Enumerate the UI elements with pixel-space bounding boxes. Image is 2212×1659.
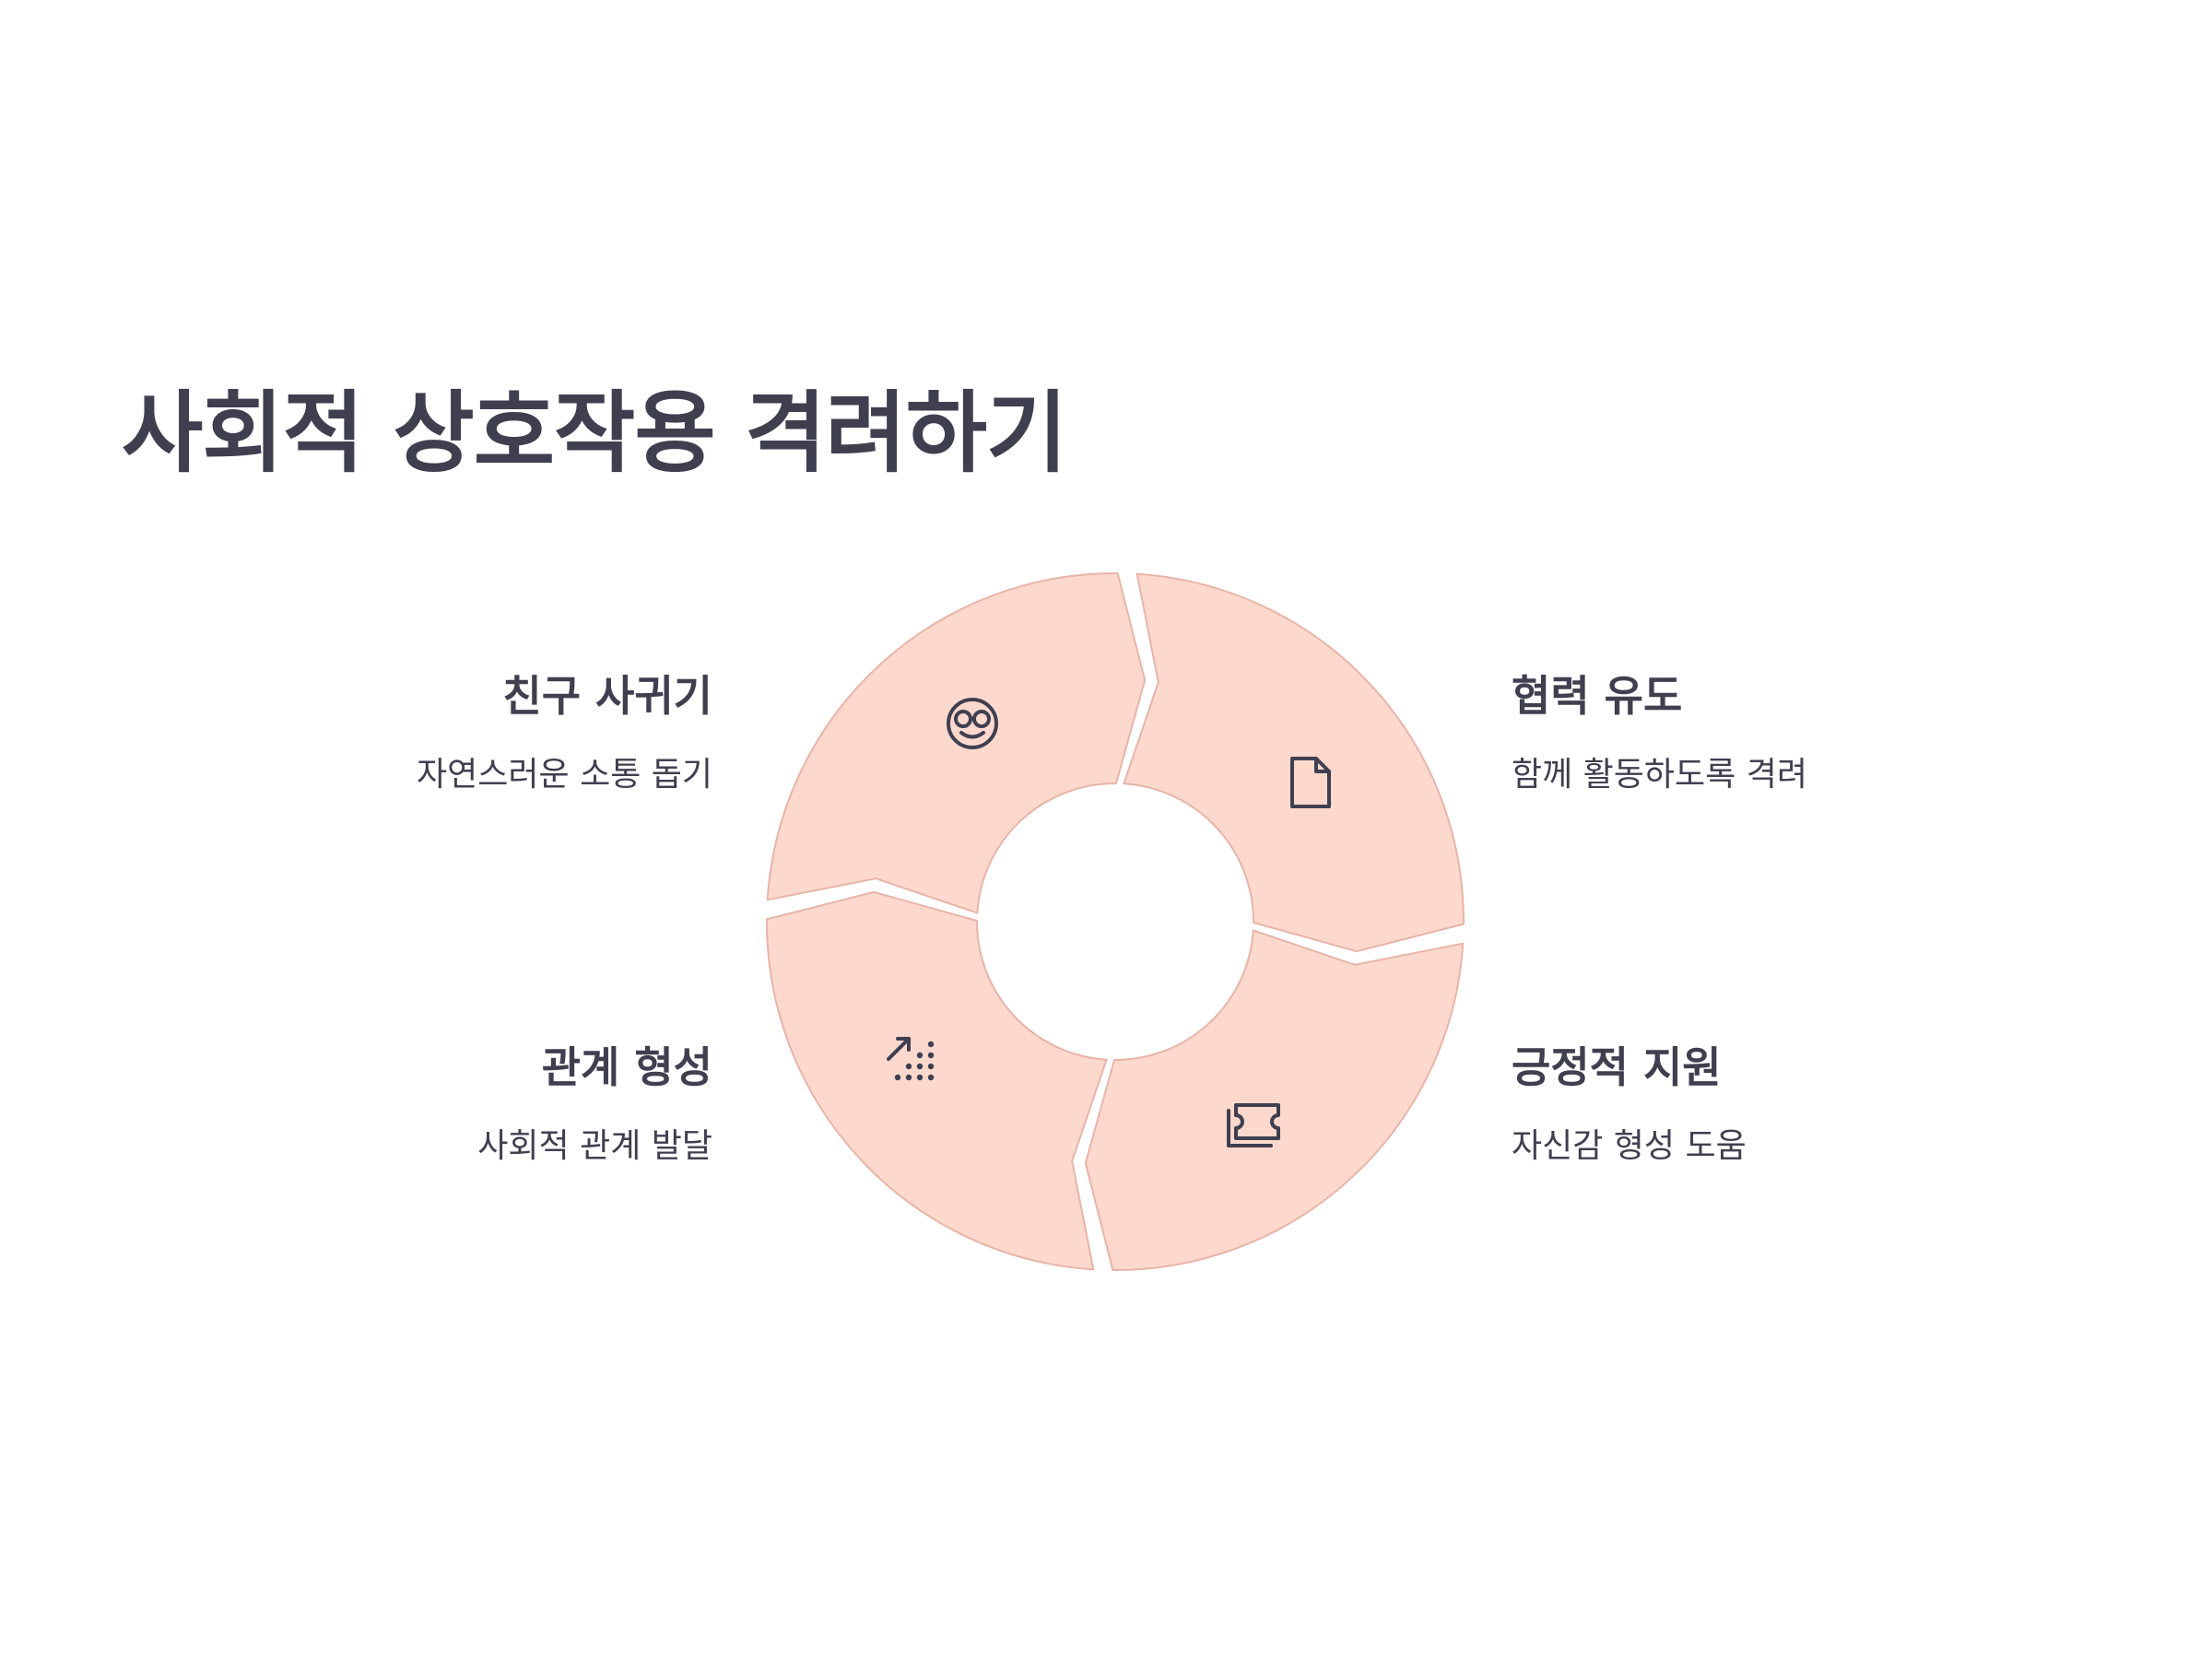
page-title: 사회적 상호작용 격려하기 (122, 382, 1067, 485)
step-positive-support: 긍정적 지원 자신감 형성 도움 (1512, 1042, 2028, 1166)
segment-positive-support (1084, 929, 1465, 1272)
step-heading: 관계 형성 (541, 1042, 712, 1092)
smiley-sunglasses-icon (947, 698, 998, 749)
step-heading: 친구 사귀기 (502, 671, 712, 721)
ticket-icon (1227, 1103, 1280, 1147)
growth-dots-icon (887, 1037, 935, 1081)
step-making-friends: 친구 사귀기 자연스러운 소통 돕기 (196, 671, 712, 794)
document-icon (1290, 757, 1331, 808)
step-heading: 긍정적 지원 (1512, 1042, 1722, 1092)
step-description: 자신감 형성 도움 (1512, 1127, 1747, 1166)
step-description: 자연스러운 소통 돕기 (417, 756, 712, 794)
segment-relationship-building (765, 890, 1108, 1271)
step-description: 사회적 관계 발달 (477, 1127, 712, 1166)
step-heading: 협력 유도 (1512, 671, 1683, 721)
step-cooperation: 협력 유도 함께 활동하도록 격려 (1512, 671, 2028, 794)
step-description: 함께 활동하도록 격려 (1512, 756, 1807, 794)
step-relationship-building: 관계 형성 사회적 관계 발달 (196, 1042, 712, 1166)
